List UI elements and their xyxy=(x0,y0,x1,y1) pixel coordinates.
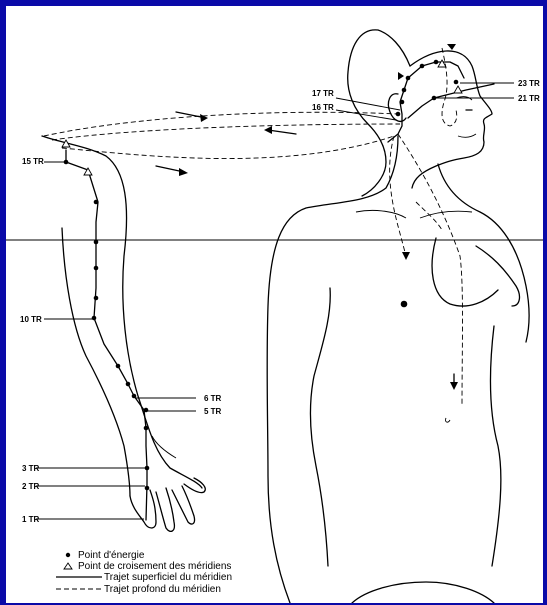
energy-point xyxy=(144,426,149,431)
point-6tr xyxy=(132,394,137,399)
label-21tr: 21 TR xyxy=(518,94,540,103)
label-23tr: 23 TR xyxy=(518,79,540,88)
energy-point xyxy=(420,64,425,69)
label-6tr: 6 TR xyxy=(204,394,222,403)
energy-point xyxy=(94,200,99,205)
meridian-diagram: 23 TR 21 TR 17 TR 16 TR 15 TR 10 TR 6 TR… xyxy=(6,6,543,603)
energy-point xyxy=(94,266,99,271)
label-10tr: 10 TR xyxy=(20,315,42,324)
nipple-left xyxy=(401,301,408,308)
label-2tr: 2 TR xyxy=(22,482,40,491)
direction-arrows xyxy=(156,44,458,390)
crossing-point-triangle xyxy=(438,60,446,67)
point-2tr xyxy=(145,486,150,491)
arm-drawing xyxy=(42,136,205,531)
point-21tr xyxy=(432,96,437,101)
legend-deep-path: Trajet profond du méridien xyxy=(104,584,221,595)
label-1tr: 1 TR xyxy=(22,515,40,524)
face-meridian-path xyxy=(408,84,494,118)
legend-energy-point: Point d'énergie xyxy=(78,550,145,561)
point-15tr xyxy=(64,160,69,165)
partial-figure-outline xyxy=(352,582,494,603)
point-labels: 23 TR 21 TR 17 TR 16 TR 15 TR 10 TR 6 TR… xyxy=(20,79,540,524)
energy-point xyxy=(116,364,121,369)
point-23tr xyxy=(454,80,459,85)
point-5tr xyxy=(144,408,149,413)
legend-superficial-path: Trajet superficiel du méridien xyxy=(104,572,232,583)
label-3tr: 3 TR xyxy=(22,464,40,473)
label-5tr: 5 TR xyxy=(204,407,222,416)
arm-energy-points xyxy=(62,140,149,490)
legend-dot-icon xyxy=(66,553,70,557)
label-15tr: 15 TR xyxy=(22,157,44,166)
point-10tr xyxy=(92,316,97,321)
head-energy-points xyxy=(396,60,462,117)
point-3tr xyxy=(145,466,150,471)
crossing-point-triangle xyxy=(454,86,462,93)
legend: Point d'énergie Point de croisement des … xyxy=(56,550,232,595)
energy-point xyxy=(434,60,439,65)
energy-point xyxy=(94,240,99,245)
diagram-frame: 23 TR 21 TR 17 TR 16 TR 15 TR 10 TR 6 TR… xyxy=(6,6,543,603)
label-16tr: 16 TR xyxy=(312,103,334,112)
head-label-leaders xyxy=(336,83,514,120)
energy-point xyxy=(406,76,411,81)
energy-point xyxy=(94,296,99,301)
energy-point xyxy=(402,88,407,93)
arm-label-leaders xyxy=(36,162,196,519)
point-17tr xyxy=(400,100,405,105)
energy-point xyxy=(126,382,131,387)
legend-crossing-point: Point de croisement des méridiens xyxy=(78,561,231,572)
label-17tr: 17 TR xyxy=(312,89,334,98)
legend-triangle-icon xyxy=(64,563,72,569)
